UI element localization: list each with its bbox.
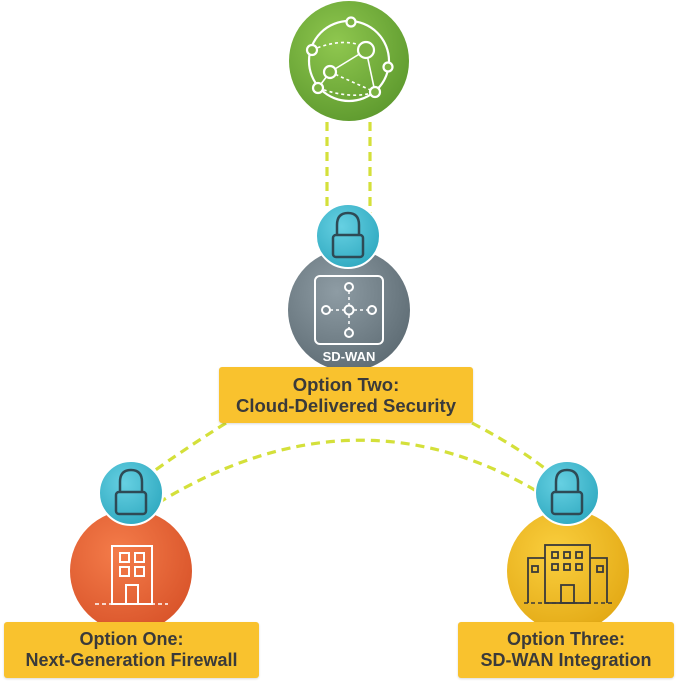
option-one-title: Option One: — [79, 629, 184, 650]
link-branch-to-site — [157, 438, 549, 505]
lock-icon — [114, 468, 148, 516]
office-building-icon — [95, 545, 168, 605]
sdwan-node-label: SD-WAN — [323, 349, 376, 364]
option-two-label: Option Two: Cloud-Delivered Security — [219, 367, 473, 423]
network-globe-icon — [305, 16, 394, 103]
cloud-node — [289, 1, 409, 121]
branch-firewall-node — [70, 510, 192, 632]
campus-building-icon — [524, 544, 612, 604]
option-one-subtitle: Next-Generation Firewall — [25, 650, 238, 670]
option-two-subtitle: Cloud-Delivered Security — [235, 395, 456, 416]
option-three-subtitle: SD-WAN Integration — [480, 650, 652, 670]
link-sdwan-to-site — [471, 421, 554, 476]
sdwan-appliance-icon — [314, 275, 384, 345]
connection-links — [149, 122, 554, 505]
sdwan-node: SD-WAN — [288, 249, 410, 371]
lock-badge-site — [534, 460, 600, 526]
link-sdwan-to-branch — [149, 421, 227, 476]
option-two-title: Option Two: — [292, 373, 400, 395]
lock-badge-branch — [98, 460, 164, 526]
option-one-label: Option One: Next-Generation Firewall — [4, 622, 259, 678]
option-three-title: Option Three: — [507, 629, 625, 650]
option-three-label: Option Three: SD-WAN Integration — [458, 622, 674, 678]
lock-icon — [550, 468, 584, 516]
lock-icon — [331, 211, 365, 259]
sdwan-site-node — [507, 510, 629, 632]
lock-badge-sdwan — [315, 203, 381, 269]
